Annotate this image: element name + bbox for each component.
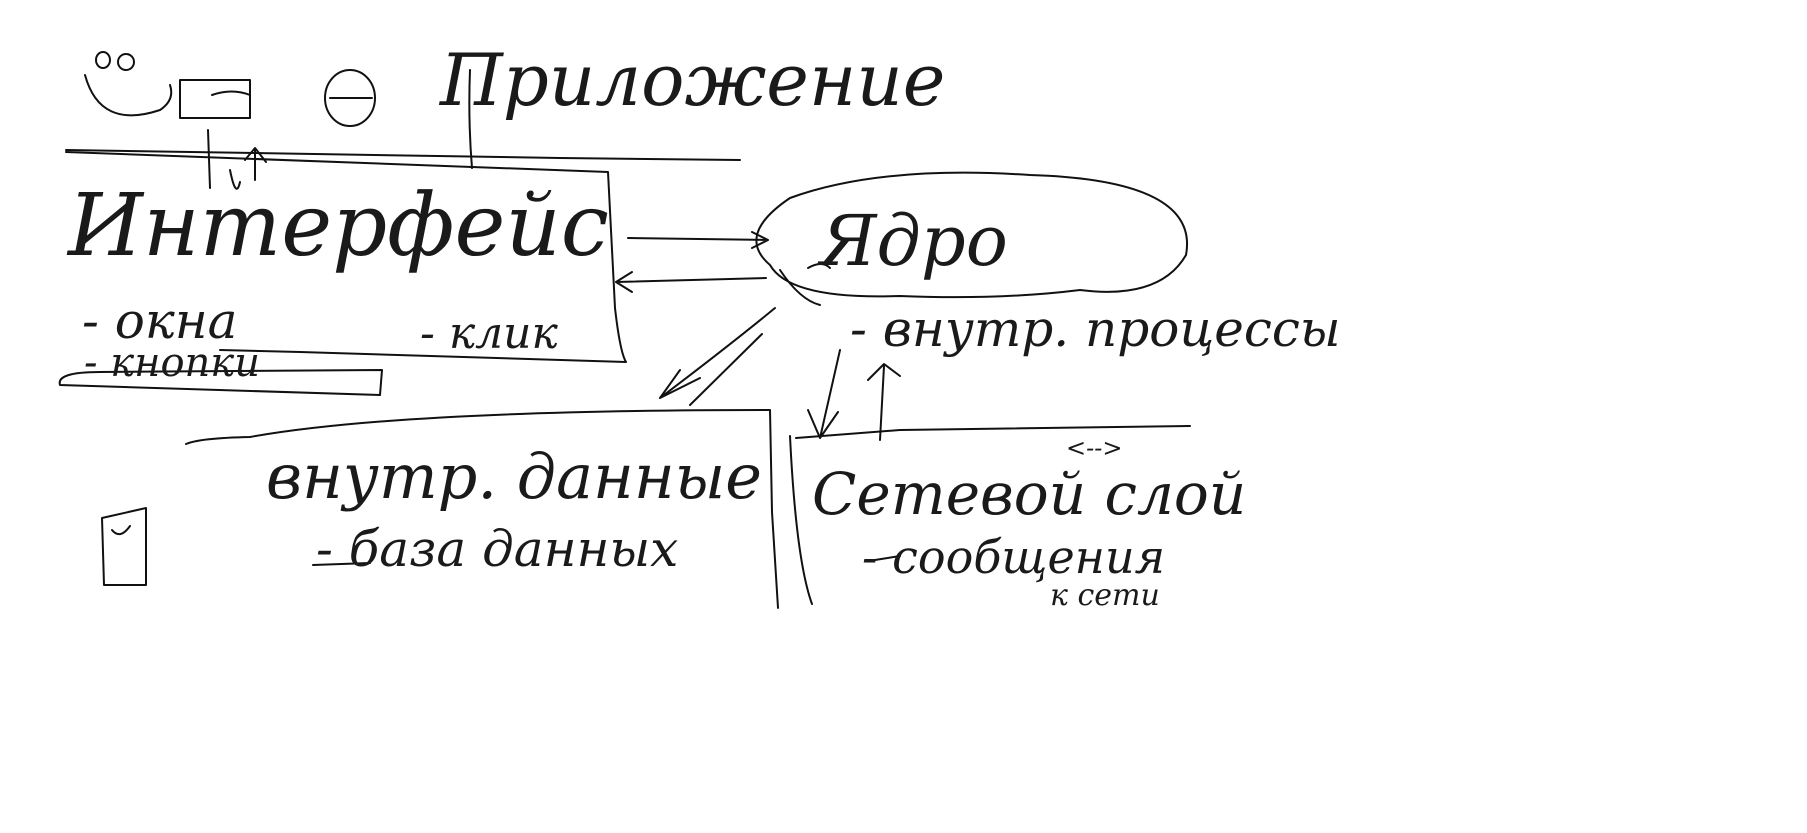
storage-item-database: - база данных bbox=[316, 520, 679, 578]
network-bidirectional-mark: <--> bbox=[1066, 434, 1123, 462]
title-underline bbox=[65, 149, 741, 161]
interface-lower-box bbox=[58, 369, 383, 396]
network-item-messages: - сообщения bbox=[862, 530, 1166, 584]
smiley-doodle bbox=[84, 51, 173, 117]
core-ellipse bbox=[755, 171, 1189, 299]
interface-item-click: - клик bbox=[420, 308, 558, 359]
interface-down-arrow bbox=[244, 147, 267, 181]
arrow-network-to-core bbox=[867, 363, 901, 441]
arrow-core-to-storage bbox=[659, 307, 776, 399]
storage-title: внутр. данные bbox=[266, 440, 762, 513]
core-note: - внутр. процессы bbox=[850, 300, 1341, 358]
arrow-core-to-interface bbox=[615, 271, 767, 293]
page-title: Приложение bbox=[440, 38, 946, 122]
device-doodle bbox=[101, 507, 147, 586]
arrow-core-to-storage-2 bbox=[689, 333, 763, 406]
storage-dash bbox=[312, 562, 371, 566]
arrow-interface-to-core bbox=[627, 231, 769, 249]
network-block-border bbox=[789, 425, 1191, 605]
storage-block-border bbox=[185, 409, 779, 609]
arrow-core-to-network bbox=[807, 349, 841, 439]
network-note: к сети bbox=[1050, 578, 1160, 613]
network-title: Сетевой слой bbox=[812, 460, 1247, 528]
network-dash bbox=[874, 555, 901, 561]
core-title: Ядро bbox=[820, 200, 1008, 282]
title-mark bbox=[468, 69, 473, 169]
interface-title: Интерфейс bbox=[68, 176, 609, 276]
database-icon-doodle bbox=[324, 69, 376, 127]
interface-item-windows: - окна bbox=[82, 292, 238, 350]
interface-check-doodle bbox=[229, 169, 241, 190]
interface-block-border bbox=[65, 151, 627, 363]
core-ellipse-detail bbox=[779, 263, 831, 306]
interface-item-buttons: - кнопки bbox=[84, 340, 260, 386]
window-icon-doodle bbox=[179, 79, 251, 189]
